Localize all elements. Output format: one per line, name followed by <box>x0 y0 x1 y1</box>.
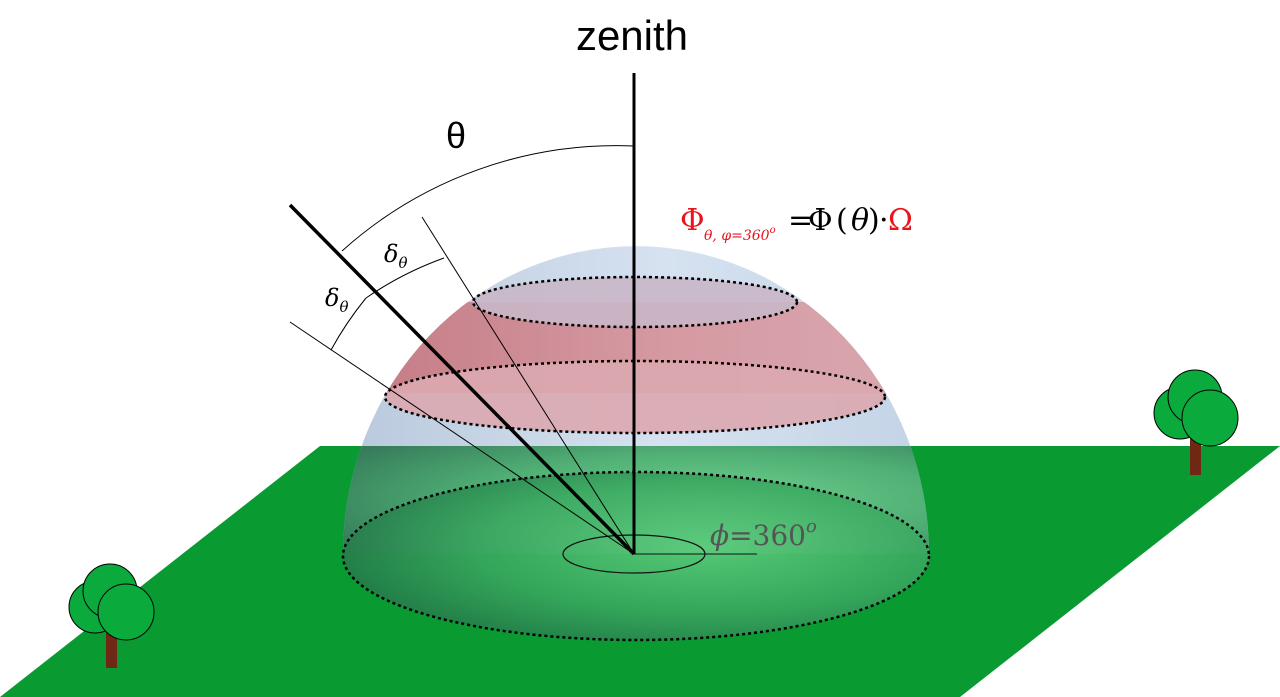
formula-subscript: θ, φ=360o <box>704 225 776 244</box>
hemisphere-dome <box>343 246 929 640</box>
formula-equals: = <box>788 203 813 238</box>
theta-arc <box>341 145 635 252</box>
flux-formula: Φ θ, φ=360o = Φ ( θ ) · Ω <box>680 203 913 244</box>
phi-label: ϕ=360o <box>710 516 817 552</box>
tree-right <box>1153 369 1239 475</box>
formula-paren-close: ) <box>868 203 880 238</box>
incident-ray <box>288 203 636 556</box>
base-ring-dotted <box>341 470 931 642</box>
formula-paren-open: ( <box>836 203 848 238</box>
top-ring-dotted <box>471 275 799 329</box>
zenith-label: zenith <box>576 12 688 59</box>
formula-theta: θ <box>851 203 869 238</box>
theta-label: θ <box>446 115 466 156</box>
formula-dot: · <box>879 203 889 238</box>
delta-arc-upper <box>365 257 445 299</box>
delta-theta-label-upper: δθ <box>384 240 407 272</box>
delta-arc-lower <box>330 297 367 351</box>
tree-left <box>68 563 155 668</box>
formula-Phi-lhs: Φ <box>680 203 705 238</box>
formula-Phi-rhs: Φ <box>808 203 833 238</box>
delta-theta-label-lower: δθ <box>325 284 348 316</box>
middle-ring-dotted <box>383 359 887 435</box>
delta-line-outer <box>289 321 635 555</box>
formula-Omega: Ω <box>888 203 913 238</box>
delta-line-inner <box>421 216 635 555</box>
